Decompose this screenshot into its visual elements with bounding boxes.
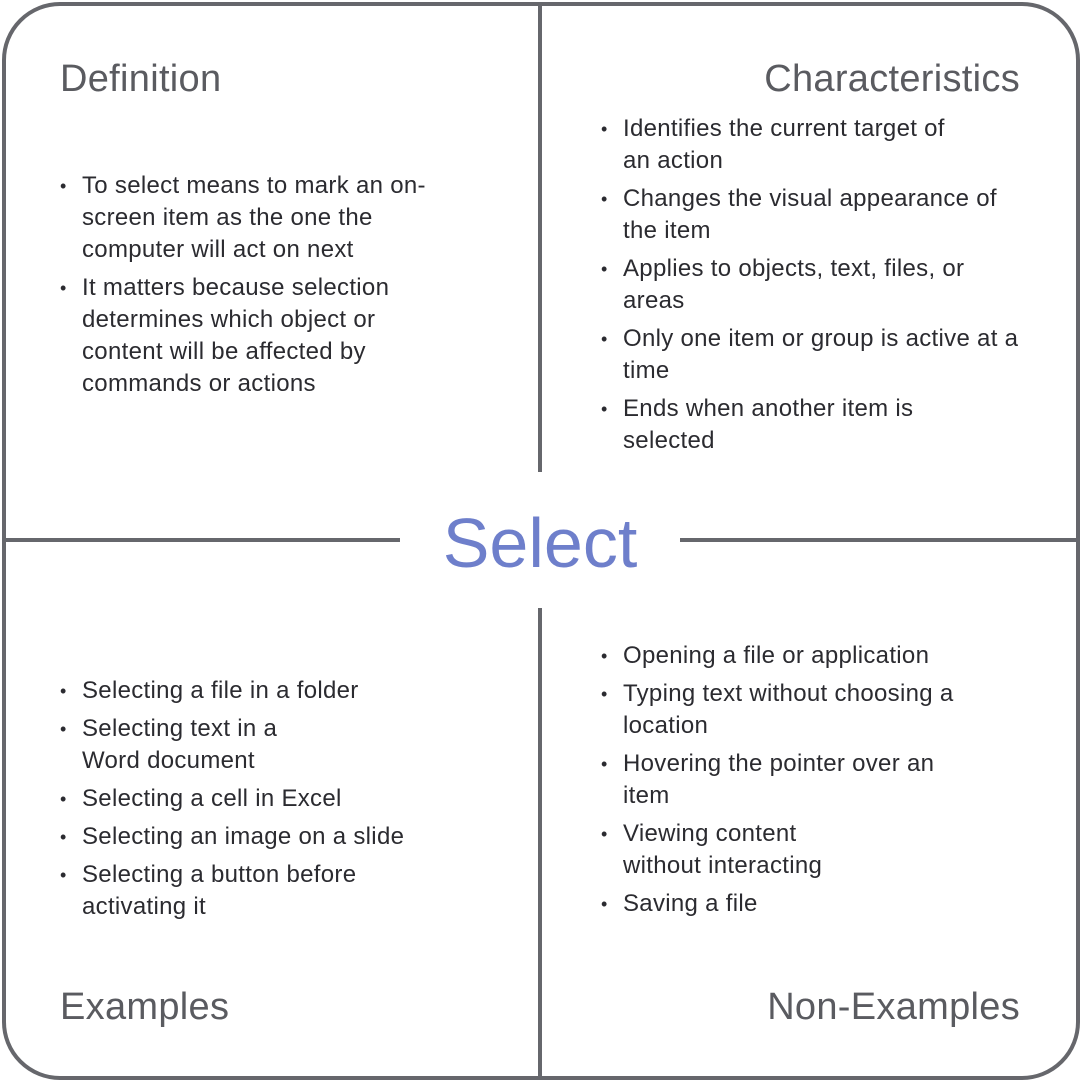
list-item: Hovering the pointer over an item xyxy=(601,748,963,812)
list-item: Applies to objects, text, files, or area… xyxy=(601,253,983,317)
characteristics-heading: Characteristics xyxy=(764,58,1020,100)
center-term: Select xyxy=(442,504,638,582)
horizontal-divider-left xyxy=(4,538,400,542)
list-item: Viewing content without interacting xyxy=(601,818,873,882)
list-item: Typing text without choosing a location xyxy=(601,678,993,742)
non-examples-list: Opening a file or application Typing tex… xyxy=(601,640,1021,926)
definition-list: To select means to mark an on-screen ite… xyxy=(60,170,460,406)
list-item: Ends when another item is selected xyxy=(601,393,943,457)
list-item: Selecting a file in a folder xyxy=(60,675,480,707)
list-item: Selecting text in a Word document xyxy=(60,713,322,777)
list-item: Only one item or group is active at a ti… xyxy=(601,323,1023,387)
definition-heading: Definition xyxy=(60,58,222,100)
non-examples-heading: Non-Examples xyxy=(767,986,1020,1028)
list-item: Opening a file or application xyxy=(601,640,1021,672)
list-item: Saving a file xyxy=(601,888,1021,920)
list-item: Changes the visual appearance of the ite… xyxy=(601,183,1023,247)
vertical-divider-top xyxy=(538,4,542,472)
characteristics-list: Identifies the current target of an acti… xyxy=(601,113,1021,463)
list-item: Selecting a cell in Excel xyxy=(60,783,480,815)
vertical-divider-bottom xyxy=(538,608,542,1076)
horizontal-divider-right xyxy=(680,538,1076,542)
list-item: It matters because selection determines … xyxy=(60,272,460,400)
list-item: Selecting an image on a slide xyxy=(60,821,480,853)
list-item: Selecting a button before activating it xyxy=(60,859,412,923)
examples-heading: Examples xyxy=(60,986,230,1028)
examples-list: Selecting a file in a folder Selecting t… xyxy=(60,675,480,929)
list-item: To select means to mark an on-screen ite… xyxy=(60,170,460,266)
list-item: Identifies the current target of an acti… xyxy=(601,113,963,177)
